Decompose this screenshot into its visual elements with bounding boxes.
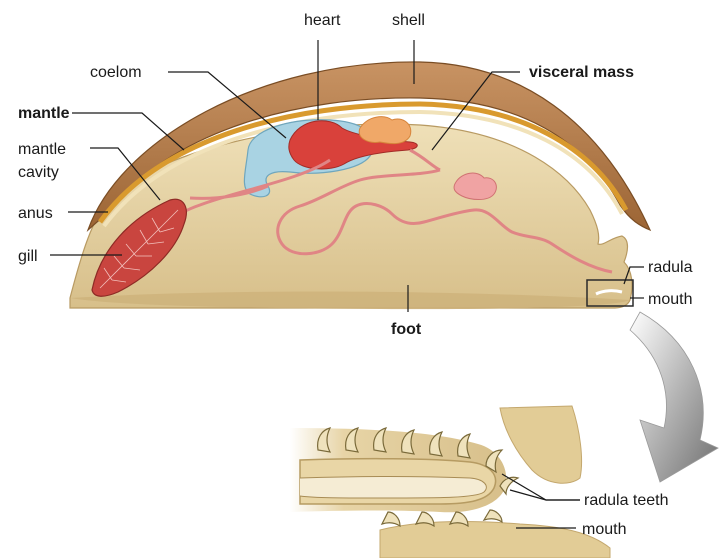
- label-anus: anus: [18, 205, 53, 222]
- detail-lower-lip: [380, 522, 610, 558]
- label-foot: foot: [391, 321, 422, 338]
- radula-detail: [290, 406, 610, 558]
- label-radula-teeth: radula teeth: [584, 492, 669, 509]
- label-shell: shell: [392, 12, 425, 29]
- tooth: [484, 510, 502, 522]
- label-coelom: coelom: [90, 64, 142, 81]
- label-mouth: mouth: [648, 291, 692, 308]
- detail-groove: [300, 477, 486, 499]
- label-mantle-cavity-2: cavity: [18, 164, 59, 181]
- label-heart: heart: [304, 12, 341, 29]
- label-mantle: mantle: [18, 105, 70, 122]
- label-visceral-mass: visceral mass: [529, 64, 634, 81]
- tooth: [382, 512, 400, 526]
- label-radula: radula: [648, 259, 693, 276]
- mollusk-body: [70, 62, 650, 309]
- label-mantle-cavity-1: mantle: [18, 141, 66, 158]
- zoom-arrow: [630, 312, 718, 482]
- label-gill: gill: [18, 248, 38, 265]
- digestive-gland: [359, 117, 411, 144]
- label-mouth-detail: mouth: [582, 521, 626, 538]
- detail-upper-lip: [500, 406, 582, 483]
